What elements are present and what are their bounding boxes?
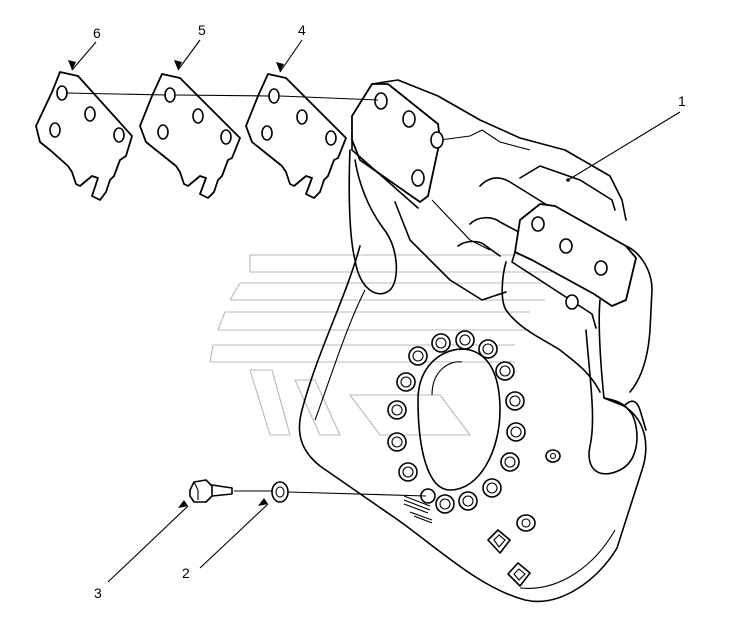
bolt-head xyxy=(478,339,498,359)
leader-6 xyxy=(71,41,97,71)
callout-4: 4 xyxy=(298,22,306,38)
bolt-head xyxy=(455,330,475,350)
bolt-circle xyxy=(387,330,526,514)
bolt-head xyxy=(500,452,520,472)
leader-dot xyxy=(566,178,570,182)
bolt-head xyxy=(387,400,407,420)
bolt-head xyxy=(495,361,515,381)
leader-1 xyxy=(567,111,681,181)
callout-5: 5 xyxy=(198,22,206,38)
bolt-head xyxy=(505,391,525,411)
shim-plate-6 xyxy=(35,71,133,201)
leader-2 xyxy=(199,503,269,569)
callout-6: 6 xyxy=(93,25,101,41)
callout-1: 1 xyxy=(678,93,686,109)
bolt-head xyxy=(435,494,455,514)
leader-5 xyxy=(177,39,201,71)
shim-alignment-line xyxy=(65,92,379,101)
callout-2: 2 xyxy=(182,565,190,581)
washer-2 xyxy=(271,481,289,503)
leader-3 xyxy=(107,505,189,583)
bolt-head xyxy=(408,346,428,366)
bolt-head xyxy=(387,432,407,452)
arrowhead xyxy=(178,500,188,508)
bolt-axis-line xyxy=(234,490,427,497)
arrowhead xyxy=(276,62,284,72)
leader-4 xyxy=(279,39,303,73)
bolt-head xyxy=(396,372,416,392)
main-bracket xyxy=(298,79,653,603)
bolt-head xyxy=(458,491,478,511)
bolt-head xyxy=(398,462,418,482)
arrowhead xyxy=(174,60,182,70)
arrowhead xyxy=(68,60,76,70)
bolt-3 xyxy=(189,479,233,503)
arrowhead xyxy=(258,498,268,506)
callout-3: 3 xyxy=(94,585,102,601)
shim-plate-5 xyxy=(139,73,241,199)
watermark-logo xyxy=(209,254,560,436)
bolt-head xyxy=(431,333,451,353)
shim-plate-4 xyxy=(245,73,347,199)
bolt-head xyxy=(506,422,526,442)
bolt-head xyxy=(482,478,502,498)
